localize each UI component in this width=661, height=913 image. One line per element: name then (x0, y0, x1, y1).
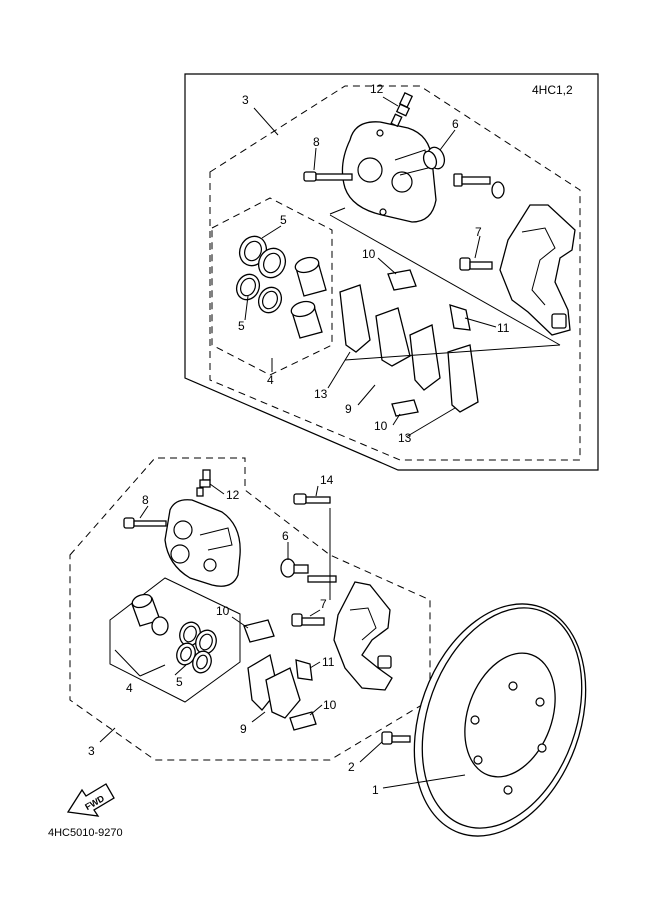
top-callout-8: 8 (313, 135, 320, 149)
caliper-bracket-top (499, 204, 576, 336)
bottom-callout-11: 11 (322, 655, 335, 669)
top-callout-3: 3 (242, 93, 249, 107)
caliper-bracket-bottom (333, 581, 393, 691)
boot-top (422, 146, 446, 170)
pistons-bottom (131, 593, 169, 636)
bottom-callout-2: 2 (348, 760, 355, 774)
mounting-bolt-14 (293, 493, 331, 505)
top-callout-13a: 13 (314, 387, 328, 401)
pad-shims-top (387, 269, 419, 417)
bottom-callout-4: 4 (126, 681, 133, 695)
bleed-screw-top (390, 92, 414, 128)
caliper-body-bottom (164, 499, 241, 587)
model-code-label: 4HC1,2 (532, 83, 573, 97)
bottom-callout-3: 3 (88, 744, 95, 758)
top-leader-lines (244, 96, 561, 438)
top-callout-4: 4 (267, 373, 274, 387)
forward-direction-arrow: FWD (66, 783, 115, 817)
pad-set-top (339, 284, 479, 413)
top-callout-13b: 13 (398, 431, 412, 445)
bottom-caliper-assembly-boundary (69, 457, 431, 761)
caliper-assembly-boundary (209, 85, 581, 461)
slide-pin-top (453, 173, 505, 199)
bottom-leader-lines (99, 483, 466, 789)
top-callout-7: 7 (475, 225, 482, 239)
top-callout-12: 12 (370, 82, 384, 96)
pad-set-bottom (247, 653, 301, 719)
bottom-callout-10a: 10 (216, 604, 230, 618)
top-callout-6: 6 (452, 117, 459, 131)
bottom-callout-12: 12 (226, 488, 240, 502)
pad-spring-top (449, 304, 471, 331)
bottom-callout-14: 14 (320, 473, 334, 487)
bottom-assembly: 14 8 12 6 7 10 11 4 5 9 10 3 2 1 (69, 457, 587, 837)
seals-bottom (176, 621, 217, 674)
top-callout-11: 11 (497, 321, 510, 335)
bottom-callout-6: 6 (282, 529, 289, 543)
guide-pin-bottom (291, 613, 325, 627)
bottom-callout-10b: 10 (323, 698, 337, 712)
figure-code: 4HC5010-9270 (48, 827, 123, 839)
seal-kit-boundary (211, 197, 333, 376)
bottom-callout-7: 7 (320, 597, 327, 611)
top-assembly-panel: 4HC1,2 (184, 73, 599, 471)
top-callout-5b: 5 (238, 319, 245, 333)
disc-bolt (381, 731, 411, 745)
top-callout-5a: 5 (280, 213, 287, 227)
top-callout-10b: 10 (374, 419, 388, 433)
guide-pin-top (459, 257, 493, 271)
top-callout-10a: 10 (362, 247, 376, 261)
pin-bolt-bottom (123, 517, 167, 529)
pistons-top (290, 256, 327, 339)
caliper-body-top (341, 121, 437, 223)
bottom-callout-5: 5 (176, 675, 183, 689)
seal-kit-bottom-boundary (109, 577, 241, 703)
top-panel-frame (184, 73, 599, 471)
bottom-callout-1: 1 (372, 783, 379, 797)
pad-shims-bottom (243, 619, 317, 731)
bottom-callout-9: 9 (240, 722, 247, 736)
pin-bolt-top (303, 171, 353, 182)
bleed-screw-bottom (196, 469, 211, 497)
pad-spring-bottom (295, 659, 313, 681)
seal-kit-top (235, 235, 287, 314)
boot-bottom (280, 558, 337, 583)
brake-disc (413, 603, 587, 837)
top-callout-9: 9 (345, 402, 352, 416)
bottom-callout-8: 8 (142, 493, 149, 507)
